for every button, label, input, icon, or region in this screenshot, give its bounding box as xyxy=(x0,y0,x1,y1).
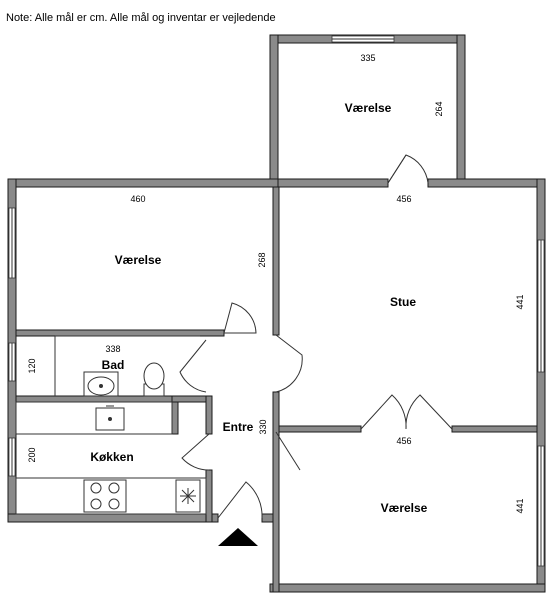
room-label-vaerelse-top: Værelse xyxy=(345,101,392,115)
dim-vaerelse-top-depth: 264 xyxy=(434,101,444,116)
room-label-vaerelse-bottom: Værelse xyxy=(381,501,428,515)
dim-vaerelse-bottom-depth: 441 xyxy=(515,498,525,513)
fixtures xyxy=(15,362,207,515)
dim-vaerelse-left-width: 460 xyxy=(130,194,145,204)
windows xyxy=(8,35,545,567)
room-label-bad: Bad xyxy=(102,358,125,372)
toilet-icon xyxy=(143,362,165,397)
plan-note: Note: Alle mål er cm. Alle mål og invent… xyxy=(6,12,276,24)
dim-stue-width: 456 xyxy=(396,194,411,204)
kitchen-counter-top xyxy=(15,401,173,435)
room-label-stue: Stue xyxy=(390,295,416,309)
dim-vaerelse-bottom-width: 456 xyxy=(396,436,411,446)
dim-koekken-depth: 200 xyxy=(27,447,37,462)
entrance-arrow-icon xyxy=(218,528,258,546)
kitchen-counter-bottom xyxy=(15,477,207,515)
doors xyxy=(179,154,453,519)
dim-stue-depth: 441 xyxy=(515,294,525,309)
dim-vaerelse-top-width: 335 xyxy=(360,53,375,63)
dim-vaerelse-left-depth: 268 xyxy=(257,252,267,267)
dim-entre-depth: 330 xyxy=(258,419,268,434)
dim-bad-width: 338 xyxy=(105,344,120,354)
room-label-entre: Entre xyxy=(223,420,254,434)
bathroom-sink-icon xyxy=(83,371,119,397)
room-label-koekken: Køkken xyxy=(90,450,133,464)
dim-bad-depth: 120 xyxy=(27,358,37,373)
room-label-vaerelse-left: Værelse xyxy=(115,253,162,267)
